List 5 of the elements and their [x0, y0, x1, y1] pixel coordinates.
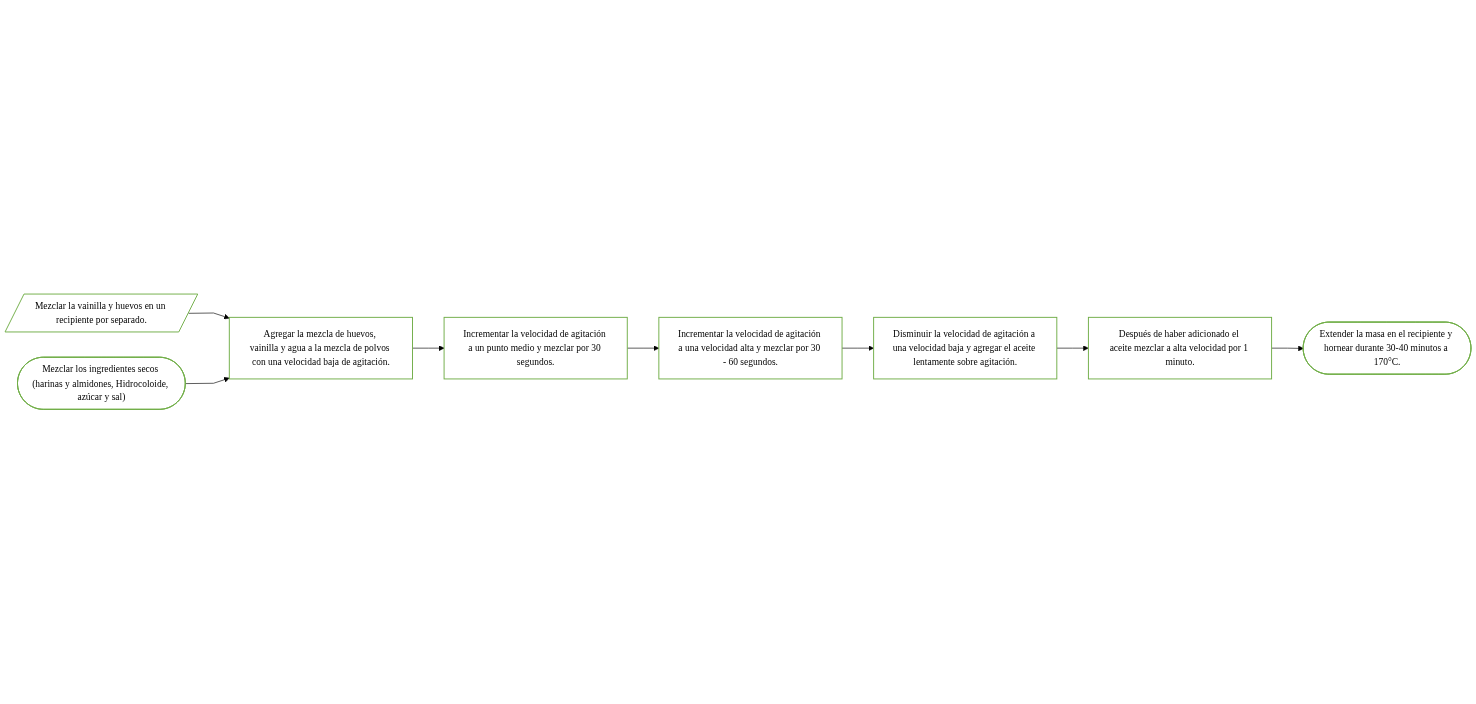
node-box: Incrementar la velocidad de agitación a una velocidad alta y mezclar por 30 - 60 segundos. — [658, 317, 843, 380]
node-box: Incrementar la velocidad de agitación a un punto medio y mezclar por 30 segundos. — [443, 317, 628, 380]
node-box: Agregar la mezcla de huevos, vainilla y agua a la mezcla de polvos con una velocidad baja de agitación. — [228, 317, 413, 380]
node-box: Después de haber adicionado el aceite mezclar a alta velocidad por 1 minuto. — [1087, 317, 1273, 380]
node-box: Disminuir la velocidad de agitación a una velocidad baja y agregar el aceite lentamente sobre agitación. — [873, 317, 1058, 380]
